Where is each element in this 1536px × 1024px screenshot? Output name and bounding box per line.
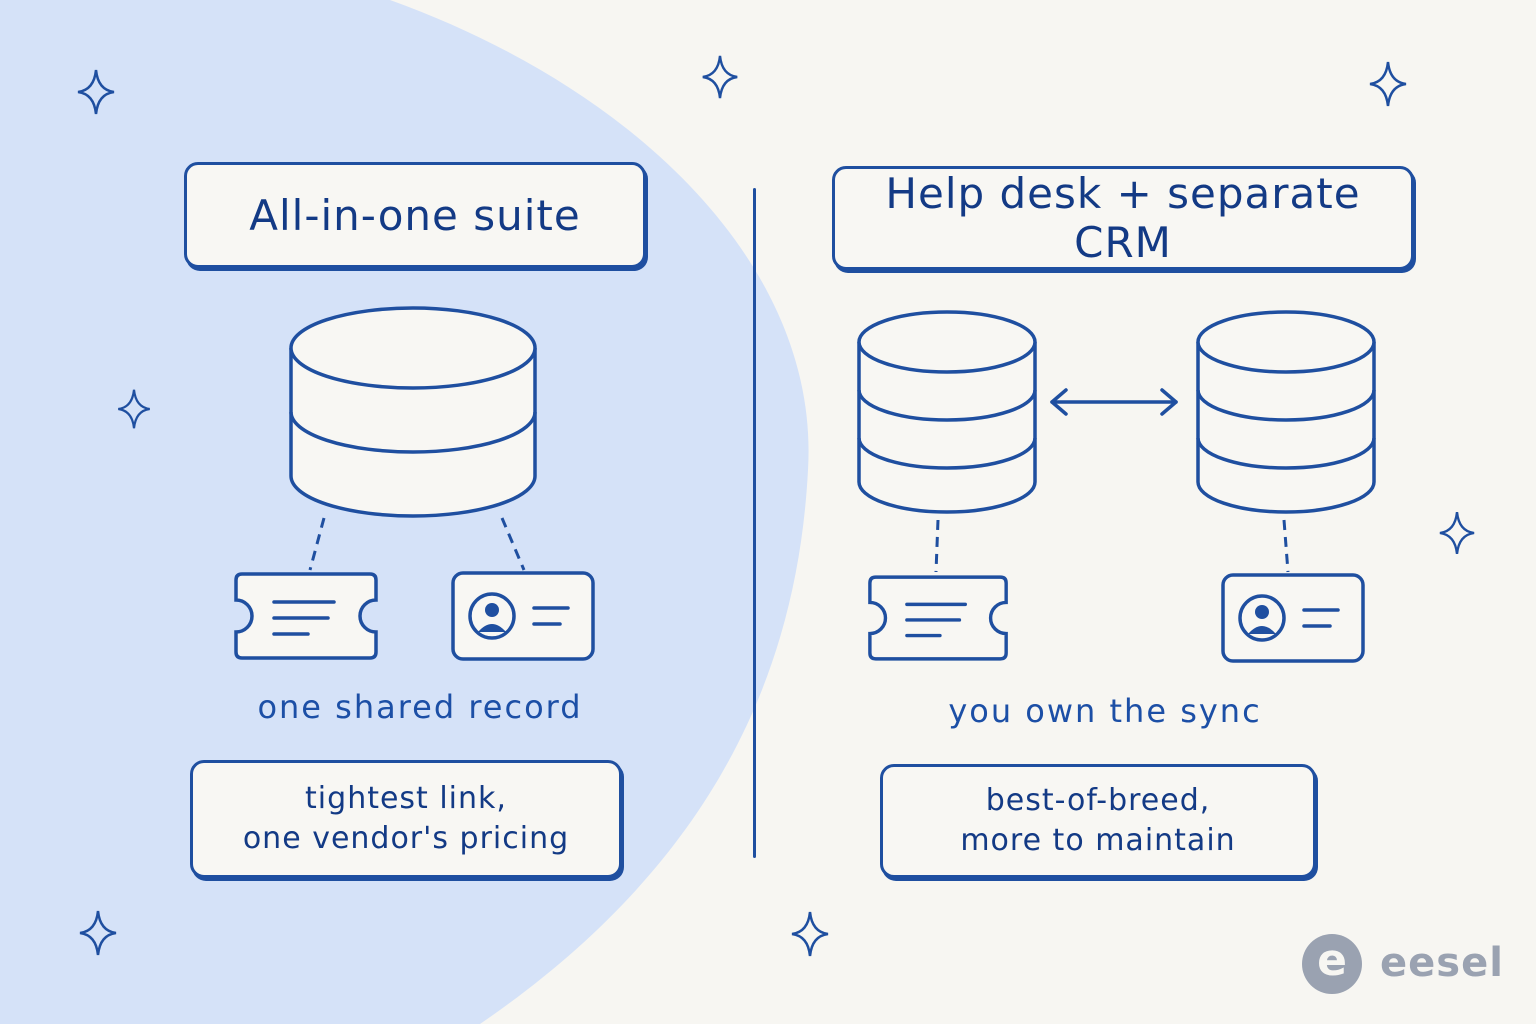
right-note-line2: more to maintain <box>960 823 1236 858</box>
right-note-box: best-of-breed, more to maintain <box>880 764 1316 878</box>
right-title: Help desk + separate CRM <box>885 169 1361 267</box>
brand-logo-icon: e <box>1302 934 1362 994</box>
database-icon <box>289 306 537 518</box>
sparkle-icon <box>79 910 117 956</box>
contact-card-icon <box>1221 573 1365 663</box>
brand-logo-letter: e <box>1317 935 1347 986</box>
left-note-line1: tightest link, <box>305 781 507 816</box>
sparkle-icon <box>791 911 829 957</box>
right-connector-lines <box>934 519 1290 573</box>
left-title: All-in-one suite <box>249 190 581 240</box>
crm-database-icon <box>1196 310 1376 514</box>
right-caption: you own the sync <box>948 692 1262 730</box>
sparkle-icon <box>77 69 115 115</box>
ticket-icon <box>868 575 1008 661</box>
right-note-line1: best-of-breed, <box>985 783 1211 818</box>
two-way-arrow-icon <box>1050 388 1178 416</box>
left-note-line2: one vendor's pricing <box>242 821 570 856</box>
helpdesk-database-icon <box>857 310 1037 514</box>
right-title-box: Help desk + separate CRM <box>832 166 1414 270</box>
ticket-icon <box>234 572 378 660</box>
connector-lines <box>308 517 526 571</box>
left-caption: one shared record <box>257 688 583 726</box>
sparkle-icon <box>1439 511 1475 555</box>
sparkle-icon <box>118 389 150 429</box>
contact-card-icon <box>451 571 595 661</box>
brand-name: eesel <box>1380 940 1504 986</box>
sparkle-icon <box>702 55 738 99</box>
left-title-box: All-in-one suite <box>184 162 646 268</box>
left-note-box: tightest link, one vendor's pricing <box>190 760 622 878</box>
center-divider <box>753 188 756 858</box>
sparkle-icon <box>1369 61 1407 107</box>
